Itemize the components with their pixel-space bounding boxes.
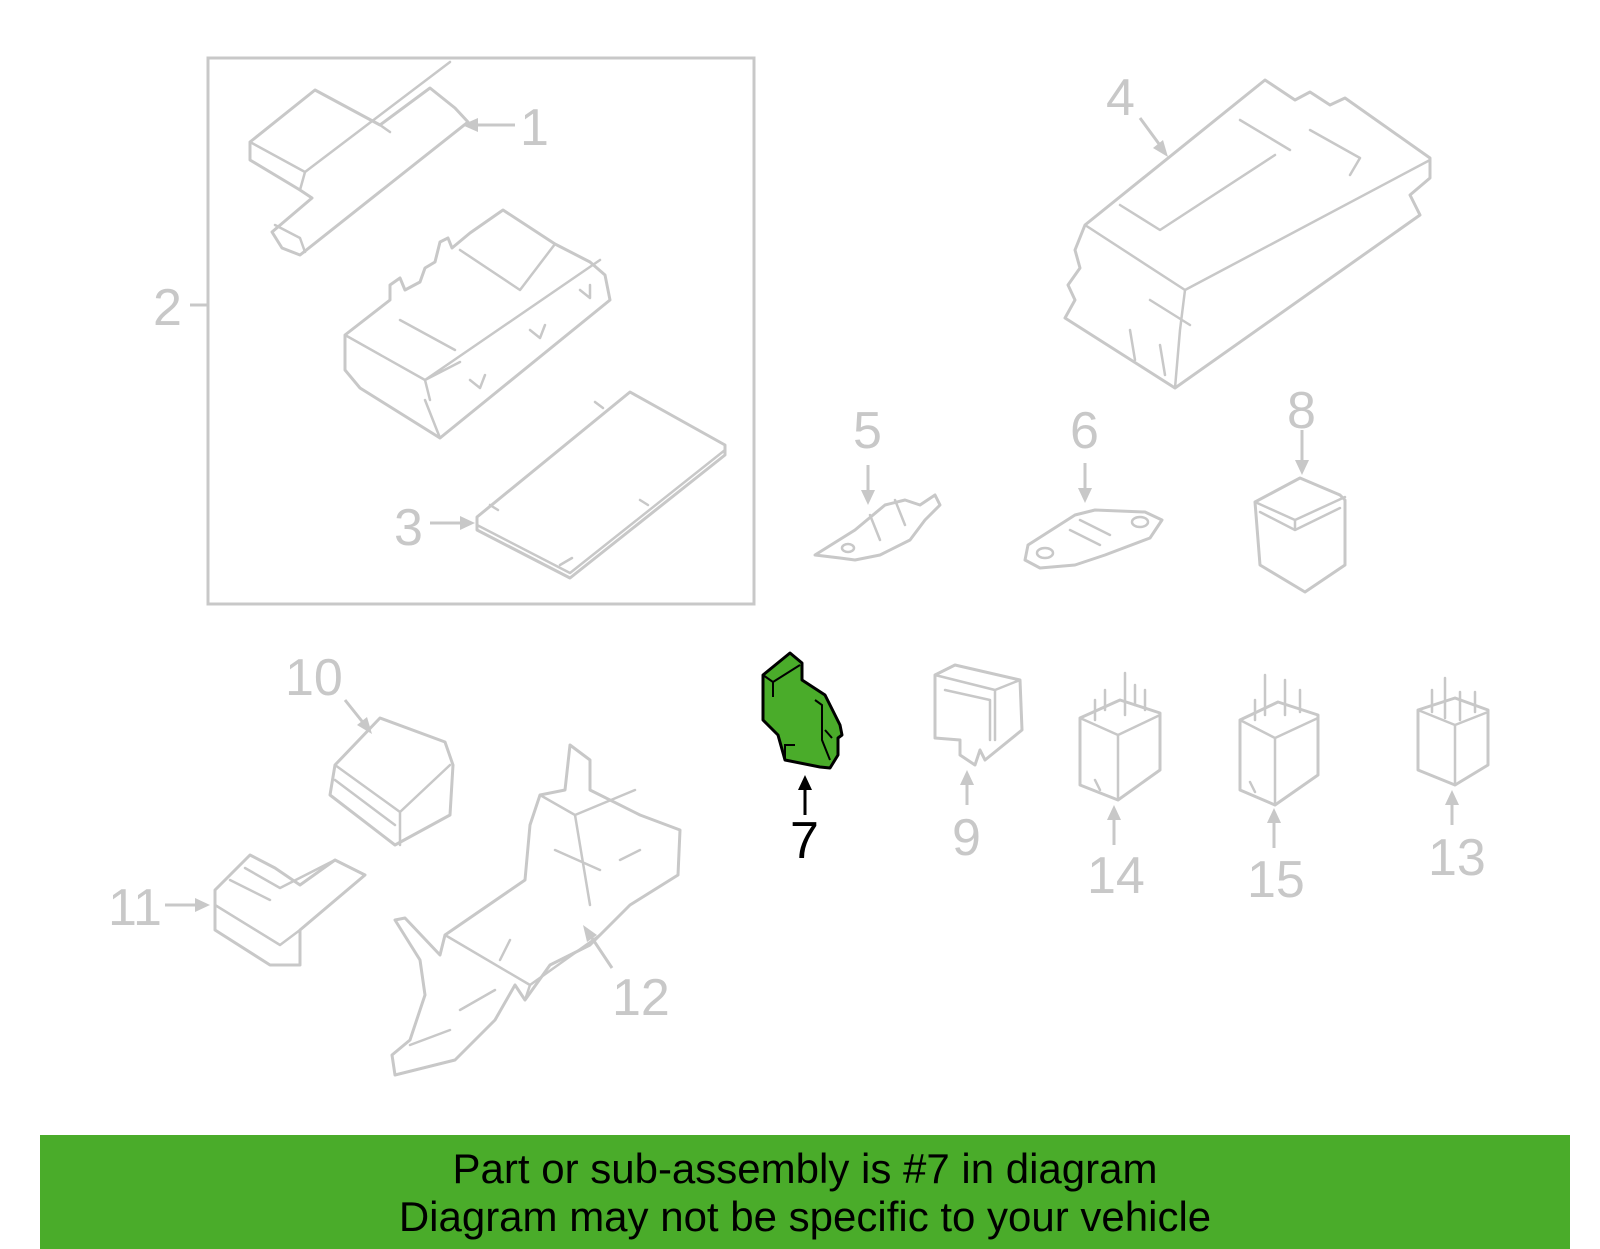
callout-1: 1 bbox=[462, 99, 549, 157]
part-14-relay[interactable] bbox=[1078, 671, 1162, 802]
part-7-highlighted[interactable] bbox=[761, 651, 844, 770]
callout-11: 11 bbox=[108, 879, 210, 937]
callout-3-label: 3 bbox=[394, 499, 423, 557]
callout-14: 14 bbox=[1087, 805, 1145, 905]
callout-10: 10 bbox=[285, 649, 372, 734]
part-10-cover[interactable] bbox=[328, 716, 455, 847]
callout-10-label: 10 bbox=[285, 649, 343, 707]
callout-13: 13 bbox=[1428, 790, 1486, 887]
part-4-junction-box[interactable] bbox=[1063, 78, 1432, 390]
callout-7-label: 7 bbox=[790, 812, 819, 870]
callout-2-label: 2 bbox=[153, 279, 182, 337]
part-12-bracket[interactable] bbox=[390, 743, 682, 1077]
callout-13-label: 13 bbox=[1428, 829, 1486, 887]
part-1-cover[interactable] bbox=[248, 60, 470, 257]
part-2-module[interactable] bbox=[343, 208, 612, 440]
callout-8: 8 bbox=[1287, 382, 1316, 475]
callout-6: 6 bbox=[1070, 402, 1099, 503]
info-banner: Part or sub-assembly is #7 in diagram Di… bbox=[40, 1135, 1570, 1249]
banner-line-2: Diagram may not be specific to your vehi… bbox=[398, 1193, 1212, 1240]
assembly-group-box bbox=[206, 56, 756, 606]
part-15-relay[interactable] bbox=[1238, 673, 1320, 807]
banner-line-1: Part or sub-assembly is #7 in diagram bbox=[452, 1145, 1158, 1192]
callout-15: 15 bbox=[1247, 808, 1305, 909]
callout-15-label: 15 bbox=[1247, 851, 1305, 909]
callout-3: 3 bbox=[394, 499, 475, 557]
callout-14-label: 14 bbox=[1087, 847, 1145, 905]
callout-1-label: 1 bbox=[520, 99, 549, 157]
callout-4-label: 4 bbox=[1106, 69, 1135, 127]
callout-4: 4 bbox=[1106, 69, 1168, 157]
callout-7: 7 bbox=[790, 775, 819, 870]
callout-11-label: 11 bbox=[108, 879, 162, 937]
callout-5: 5 bbox=[853, 402, 882, 505]
part-11-bracket[interactable] bbox=[213, 853, 367, 967]
callout-5-label: 5 bbox=[853, 402, 882, 460]
callout-6-label: 6 bbox=[1070, 402, 1099, 460]
callout-2: 2 bbox=[153, 279, 208, 337]
callout-12-label: 12 bbox=[612, 969, 670, 1027]
part-5-fuse-link[interactable] bbox=[813, 493, 942, 562]
part-13-relay[interactable] bbox=[1416, 676, 1490, 787]
callout-12: 12 bbox=[583, 925, 670, 1027]
callout-9-label: 9 bbox=[952, 809, 981, 867]
part-9-fuse[interactable] bbox=[933, 663, 1024, 767]
part-6-fuse[interactable] bbox=[1023, 508, 1164, 570]
part-8-fuse[interactable] bbox=[1253, 476, 1347, 594]
callout-8-label: 8 bbox=[1287, 382, 1316, 440]
part-3-plate[interactable] bbox=[475, 390, 727, 580]
callout-9: 9 bbox=[952, 770, 981, 867]
